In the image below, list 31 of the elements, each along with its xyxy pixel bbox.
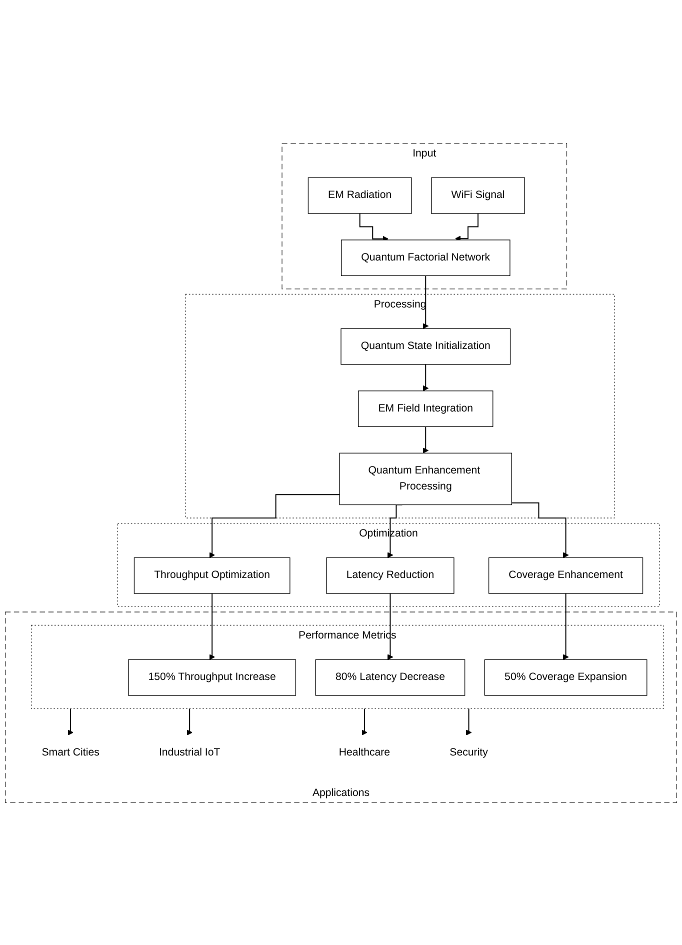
arrow [362, 708, 368, 735]
node-box: 150% Throughput Increase [128, 658, 296, 696]
node-text: Industrial IoT [158, 746, 220, 758]
arrow [209, 494, 340, 558]
node-box: 80% Latency Decrease [315, 658, 466, 696]
arrow [455, 212, 478, 242]
arrow [422, 363, 429, 391]
arrow [359, 212, 388, 242]
node-box: Coverage Enhancement [488, 556, 644, 594]
arrow [562, 592, 569, 660]
node-text: Healthcare [338, 746, 390, 758]
arrow [68, 708, 74, 735]
arrow [387, 592, 394, 660]
node-box: Quantum Factorial Network [340, 239, 510, 276]
arrow [186, 708, 192, 735]
node-box: WiFi Signal [431, 176, 525, 214]
node-box: Quantum Enhancement Processing [339, 452, 512, 505]
arrow [422, 426, 429, 453]
node-box: Quantum State Initialization [340, 328, 511, 364]
arrow [466, 708, 472, 735]
arrow [209, 592, 215, 660]
node-box: EM Field Integration [358, 390, 494, 426]
arrow [511, 502, 569, 558]
node-text: Smart Cities [42, 746, 100, 758]
node-box: 50% Coverage Expansion [484, 658, 648, 696]
arrow [387, 504, 403, 558]
node-box: Throughput Optimization [134, 556, 290, 594]
arrow [422, 274, 429, 328]
node-box: Latency Reduction [326, 556, 454, 594]
node-text: Security [450, 746, 488, 758]
node-box: EM Radiation [308, 176, 412, 214]
